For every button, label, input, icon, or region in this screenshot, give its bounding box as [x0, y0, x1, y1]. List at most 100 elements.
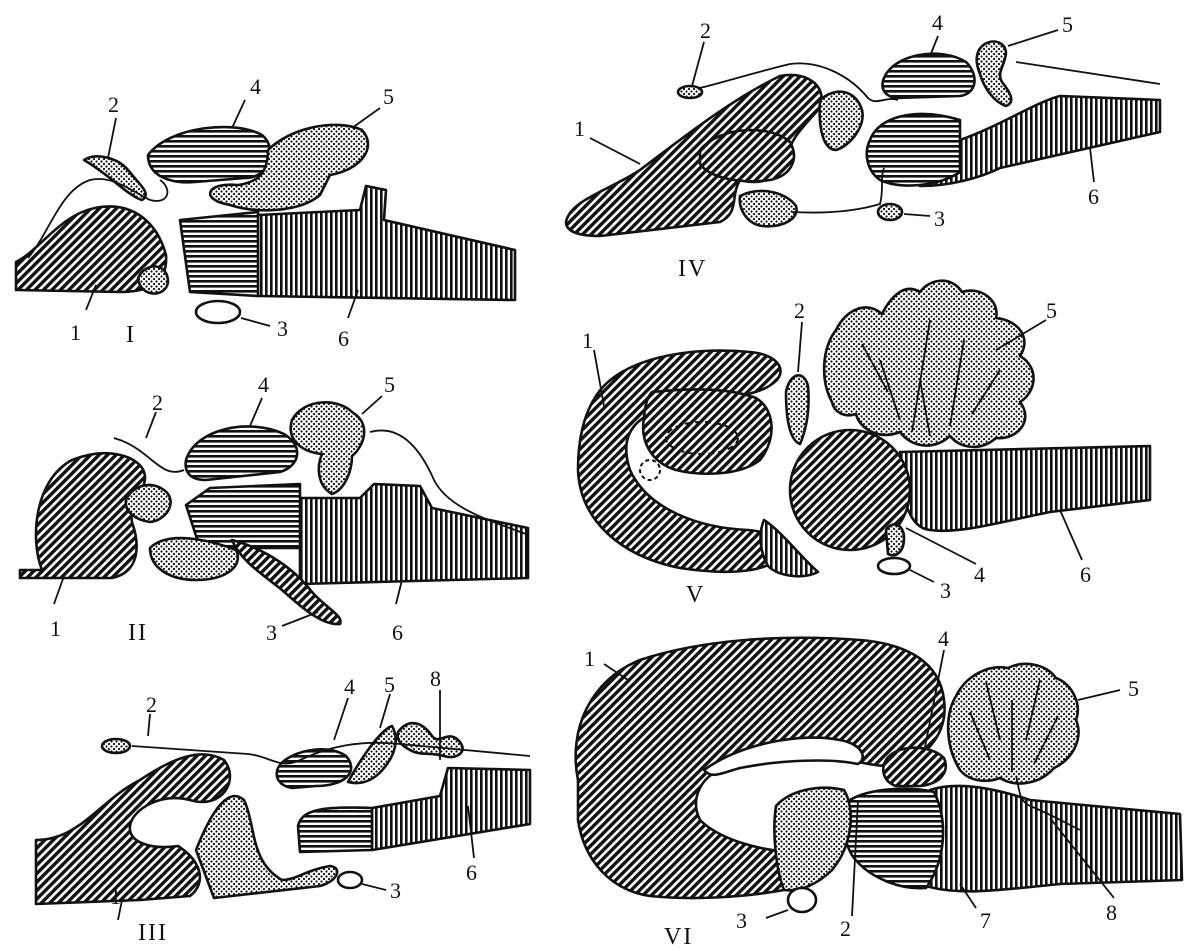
label-6: 6	[466, 860, 477, 885]
label-5: 5	[1046, 298, 1057, 323]
label-2: 2	[146, 692, 157, 717]
label-5: 5	[383, 84, 394, 109]
diencephalon-region	[774, 788, 850, 891]
panel-numeral: IV	[678, 256, 707, 282]
leader-line	[1008, 30, 1058, 46]
leader-line	[910, 570, 934, 582]
leader-line	[692, 42, 704, 86]
nucleus-outline	[640, 460, 660, 480]
leader-line	[1090, 148, 1094, 182]
diencephalon-region	[138, 266, 168, 293]
label-4: 4	[938, 626, 949, 651]
leader-line	[396, 580, 402, 604]
cerebellum-region	[824, 281, 1033, 447]
leader-line	[590, 138, 640, 164]
label-3: 3	[940, 578, 951, 603]
forebrain-region	[20, 453, 145, 578]
leader-line	[146, 412, 156, 438]
epiphysis	[102, 739, 130, 753]
panel-numeral: VI	[664, 924, 693, 950]
cerebellum-region	[291, 402, 364, 494]
panel-VI: 1 2 3 4 5 7 8 VI	[576, 626, 1182, 950]
leader-line	[282, 612, 318, 626]
cerebellum-region	[977, 42, 1012, 107]
panel-V: 1 2 3 4 5 6 V	[578, 281, 1150, 608]
diencephalon-region	[643, 390, 771, 474]
leader-line	[380, 694, 390, 728]
label-2: 2	[794, 298, 805, 323]
label-3: 3	[277, 316, 288, 341]
leader-line	[362, 396, 382, 414]
medulla-region	[300, 484, 528, 584]
ventricle-roof	[1016, 62, 1160, 84]
midbrain-region	[298, 808, 372, 852]
medulla-region	[911, 786, 1182, 891]
pituitary	[878, 204, 902, 220]
panel-numeral: II	[128, 620, 148, 646]
label-1: 1	[110, 884, 121, 909]
label-1: 1	[584, 646, 595, 671]
ventricle-floor	[792, 168, 884, 213]
label-8: 8	[1106, 900, 1117, 925]
leader-line	[241, 318, 270, 326]
label-5: 5	[384, 672, 395, 697]
medulla-region	[900, 446, 1150, 531]
label-4: 4	[250, 74, 261, 99]
pituitary	[788, 888, 816, 912]
optic-tectum	[148, 127, 270, 182]
forebrain-region	[36, 754, 230, 904]
leader-line	[148, 714, 150, 736]
leader-line	[54, 576, 64, 604]
ventricle-folds	[820, 92, 863, 150]
label-3: 3	[736, 908, 747, 933]
leader-line	[250, 398, 262, 426]
epiphysis	[678, 86, 702, 98]
label-6: 6	[1080, 562, 1091, 587]
leader-line	[232, 100, 245, 128]
pituitary	[196, 301, 240, 323]
forebrain-lobe	[700, 130, 794, 181]
leader-line	[362, 884, 386, 890]
leader-line	[766, 910, 788, 918]
label-4: 4	[974, 562, 985, 587]
leader-line	[334, 698, 348, 740]
label-1: 1	[70, 320, 81, 345]
label-2: 2	[152, 390, 163, 415]
midbrain-region	[180, 212, 258, 296]
cerebellum-region	[348, 726, 396, 783]
panel-IV: 1 2 3 4 5 6 IV	[566, 10, 1160, 282]
pituitary	[338, 872, 362, 888]
medulla-region	[372, 768, 530, 850]
choroid-plexus	[126, 485, 171, 522]
plexus-folds	[398, 723, 463, 757]
panel-numeral: V	[686, 582, 705, 608]
label-1: 1	[50, 616, 61, 641]
label-4: 4	[258, 372, 269, 397]
leader-line	[904, 214, 930, 216]
pituitary	[878, 558, 910, 574]
label-5: 5	[1062, 12, 1073, 37]
label-3: 3	[266, 620, 277, 645]
cerebellum-region	[948, 664, 1078, 784]
label-2: 2	[700, 18, 711, 43]
label-6: 6	[338, 326, 349, 351]
epiphysis-stalk	[786, 375, 809, 444]
midbrain-region	[867, 114, 960, 185]
optic-tectum	[277, 749, 351, 788]
panel-numeral: III	[138, 920, 168, 946]
leader-line	[1078, 690, 1120, 700]
label-1: 1	[582, 328, 593, 353]
label-4: 4	[932, 10, 943, 35]
label-6: 6	[392, 620, 403, 645]
leader-line	[906, 528, 976, 564]
label-3: 3	[390, 878, 401, 903]
optic-tectum	[186, 426, 298, 480]
leader-line	[352, 108, 380, 128]
panel-numeral: I	[126, 322, 136, 348]
label-7: 7	[980, 908, 991, 933]
label-5: 5	[1128, 676, 1139, 701]
leader-line	[1060, 510, 1082, 560]
panel-II: 1 2 3 4 5 6 II	[20, 372, 528, 646]
label-5: 5	[384, 372, 395, 397]
label-2: 2	[840, 916, 851, 941]
